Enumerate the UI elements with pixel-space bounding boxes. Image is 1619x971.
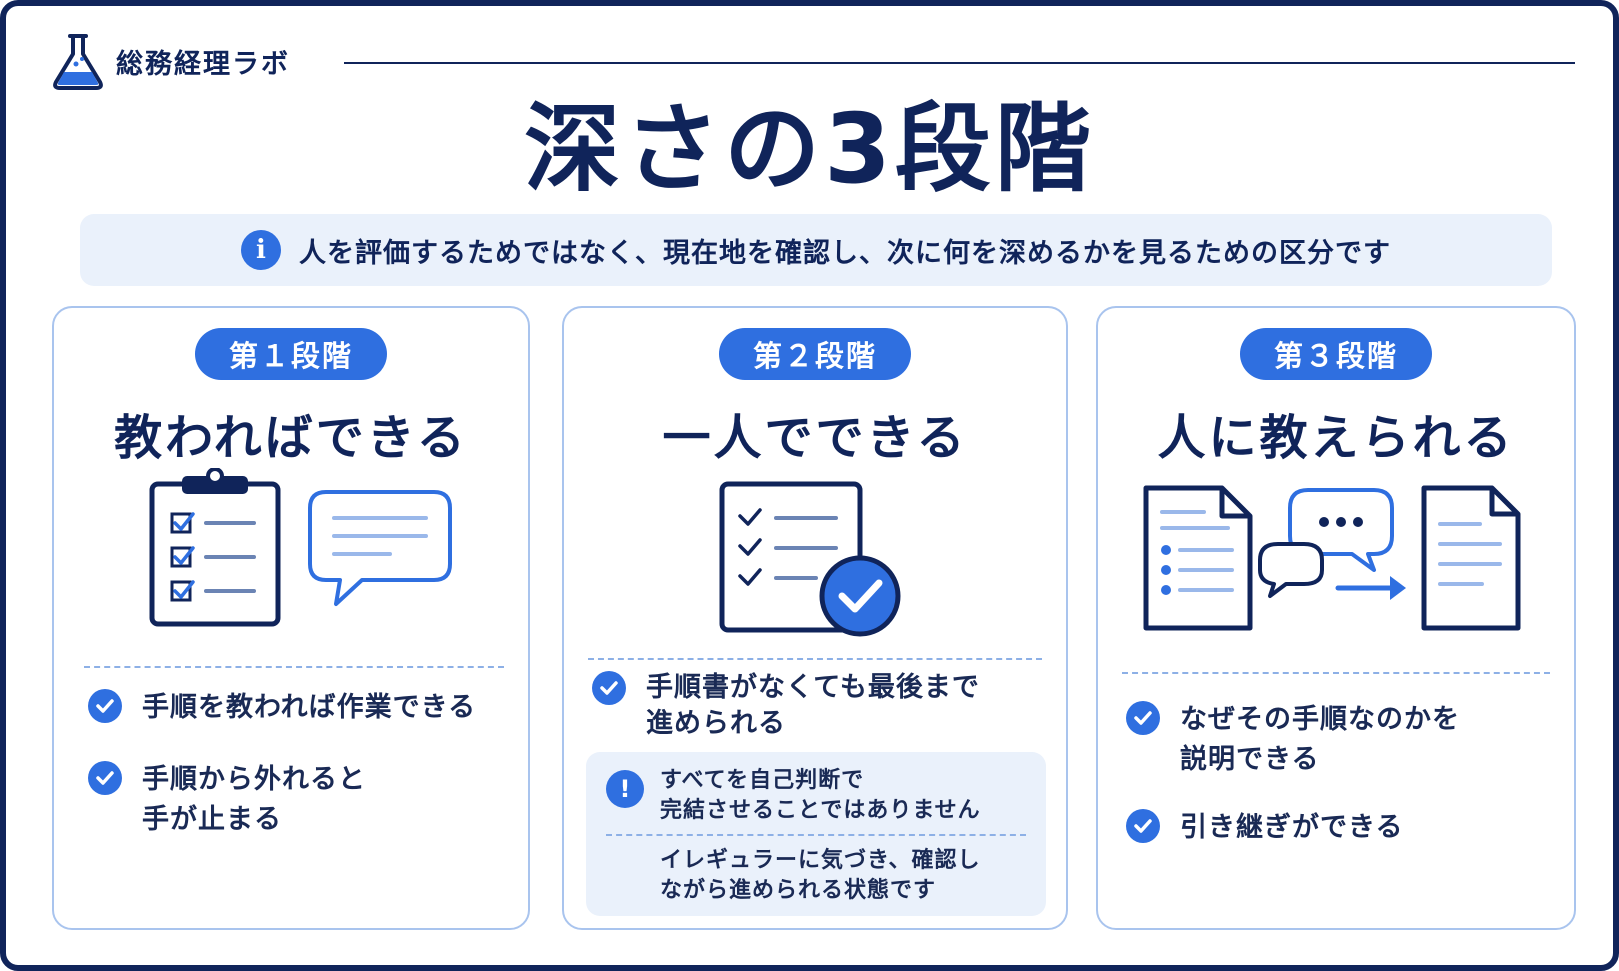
list-item: 手順から外れると 手が止まる [88,760,366,840]
page-title: 深さの3段階 [524,93,1095,205]
stage-badge: 第１段階 [194,328,388,380]
list-item: なぜその手順なのかを 説明できる [1126,700,1460,780]
arrow-right-icon [1335,576,1406,600]
stage-card-2: 第２段階 一人でできる 手順書がなくても最後まで 進められる [562,306,1068,930]
item-text: 手順から外れると 手が止まる [142,764,366,835]
item-text: 手順を教われば作業できる [142,692,477,723]
conversation-bubbles-icon [1258,488,1394,598]
check-circle-icon [1126,809,1160,843]
stage-title: 一人でできる [662,410,968,466]
list-item: 手順を教われば作業できる [88,688,476,728]
checklist-document-icon [719,481,901,637]
note-box: ! すべてを自己判断で 完結させることではありません イレギュラーに気づき、確認… [586,752,1046,916]
info-icon: i [241,230,281,270]
clipboard-checklist-icon [149,468,281,627]
check-circle-icon [88,761,122,795]
info-text: 人を評価するためではなく、現在地を確認し、次に何を深めるかを見るための区分です [299,237,1391,269]
section-divider [84,666,504,668]
stage-badge: 第３段階 [1239,328,1433,380]
stage-card-3: 第３段階 人に教えられる [1096,306,1576,930]
check-circle-icon [819,555,901,637]
stage-badge: 第２段階 [718,328,912,380]
item-text: なぜその手順なのかを 説明できる [1180,704,1460,775]
document-icon [1421,485,1521,631]
item-text: 引き継ぎができる [1180,812,1404,843]
note-line-1: すべてを自己判断で 完結させることではありません [660,768,981,823]
stage-card-1: 第１段階 教わればできる [52,306,530,930]
note-line-2: イレギュラーに気づき、確認し ながら進められる状態です [660,848,981,903]
note-divider [606,834,1026,836]
stage-title: 教わればできる [114,410,468,466]
list-item: 引き継ぎができる [1126,808,1403,848]
exclamation-icon: ! [606,770,644,808]
info-banner: i 人を評価するためではなく、現在地を確認し、次に何を深めるかを見るための区分で… [80,214,1552,286]
brand-name: 総務経理ラボ [116,48,290,80]
section-divider [1122,672,1550,674]
section-divider [588,658,1042,660]
speech-bubble-icon [308,490,452,606]
header-rule [344,62,1575,64]
brand-header: 総務経理ラボ [50,30,290,92]
check-circle-icon [1126,701,1160,735]
flask-icon [53,34,103,90]
document-list-icon [1143,485,1253,631]
check-circle-icon [88,689,122,723]
handover-illustration [1143,485,1521,631]
item-text: 手順書がなくても最後まで 進められる [646,672,980,739]
check-circle-icon [592,671,626,705]
stage-title: 人に教えられる [1157,410,1515,466]
list-item: 手順書がなくても最後まで 進められる [592,670,980,742]
